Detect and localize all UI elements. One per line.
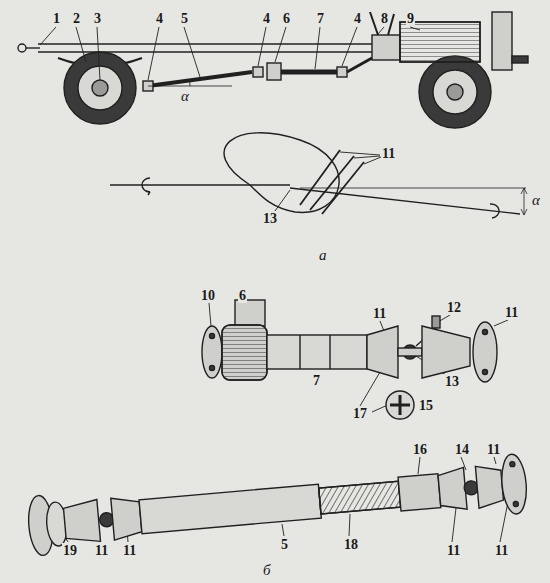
callout-number: 11 bbox=[122, 543, 137, 558]
callout-number: 11 bbox=[381, 146, 396, 161]
callout-number: 4 bbox=[353, 11, 362, 26]
callout-number: 11 bbox=[94, 543, 109, 558]
figure-letter: б bbox=[262, 563, 272, 578]
callout-number: 5 bbox=[180, 11, 189, 26]
callout-number: 15 bbox=[418, 398, 434, 413]
callout-number: 3 bbox=[93, 11, 102, 26]
callout-number: 9 bbox=[406, 11, 415, 26]
angle-symbol: α bbox=[531, 193, 541, 208]
callout-number: 18 bbox=[343, 537, 359, 552]
callout-number: 11 bbox=[504, 305, 519, 320]
callout-number: 1 bbox=[52, 11, 61, 26]
main-shaft-assembly bbox=[26, 453, 528, 556]
intermediate-shaft-assembly bbox=[202, 300, 497, 419]
truck-chassis bbox=[18, 12, 528, 128]
callout-number: 6 bbox=[282, 11, 291, 26]
callout-number: 13 bbox=[444, 374, 460, 389]
callout-number: 7 bbox=[316, 11, 325, 26]
leader-lines bbox=[40, 27, 508, 542]
callout-number: 10 bbox=[200, 288, 216, 303]
callout-number: 11 bbox=[486, 442, 501, 457]
callout-number: 11 bbox=[372, 306, 387, 321]
callout-number: 12 bbox=[446, 300, 462, 315]
callout-number: 14 bbox=[454, 442, 470, 457]
joint-kinematic-scheme bbox=[110, 133, 527, 218]
callout-number: 4 bbox=[155, 11, 164, 26]
callout-number: 6 bbox=[238, 288, 247, 303]
callout-number: 8 bbox=[380, 11, 389, 26]
figure-letter: а bbox=[318, 248, 328, 263]
callout-number: 11 bbox=[446, 543, 461, 558]
callout-number: 2 bbox=[72, 11, 81, 26]
callout-number: 11 bbox=[494, 543, 509, 558]
callout-number: 13 bbox=[262, 211, 278, 226]
callout-number: 16 bbox=[412, 442, 428, 457]
angle-symbol: α bbox=[180, 89, 190, 104]
callout-number: 4 bbox=[262, 11, 271, 26]
callout-number: 5 bbox=[280, 537, 289, 552]
callout-number: 7 bbox=[312, 373, 321, 388]
callout-number: 19 bbox=[62, 543, 78, 558]
callout-number: 17 bbox=[352, 406, 368, 421]
